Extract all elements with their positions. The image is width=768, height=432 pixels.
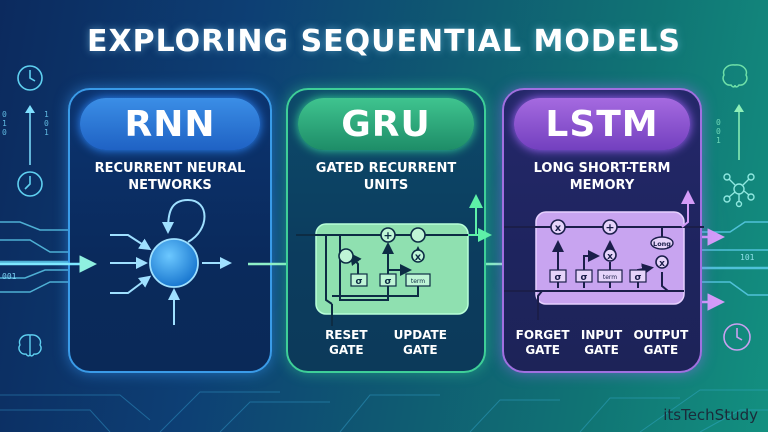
svg-text:σ: σ — [554, 273, 561, 283]
page-title: EXPLORING SEQUENTIAL MODELS — [86, 24, 682, 59]
lstm-subtitle: LONG SHORT-TERM MEMORY — [533, 161, 671, 193]
clock-icon — [723, 323, 751, 351]
arrow-up-icon — [25, 105, 35, 165]
clock-icon — [17, 65, 43, 91]
watermark: itsTechStudy — [663, 406, 758, 424]
brain-icon — [722, 64, 748, 88]
svg-text:Long: Long — [653, 240, 671, 248]
svg-text:+: + — [605, 221, 614, 234]
rnn-card: RNN RECURRENT NEURAL NETWORKS — [68, 88, 272, 373]
svg-text:+: + — [383, 229, 392, 242]
network-icon — [723, 173, 755, 208]
gru-card: GRU GATED RECURRENT UNITS + x σ σ — [286, 88, 492, 373]
rnn-subtitle: RECURRENT NEURAL NETWORKS — [94, 161, 246, 193]
lstm-title-pill: LSTM — [514, 98, 690, 150]
svg-text:x: x — [659, 259, 665, 269]
svg-text:x: x — [607, 252, 613, 262]
gru-cell-diagram: + x σ σ term — [296, 194, 492, 326]
arrow-up-icon — [734, 104, 744, 160]
gru-title-pill: GRU — [298, 98, 474, 150]
svg-text:term: term — [603, 274, 617, 281]
svg-text:x: x — [555, 223, 562, 234]
rnn-title-pill: RNN — [80, 98, 260, 150]
svg-text:x: x — [415, 252, 422, 263]
gru-subtitle: GATED RECURRENT UNITS — [315, 161, 457, 193]
svg-text:term: term — [411, 278, 425, 285]
brain-icon — [18, 334, 42, 357]
clock-icon — [17, 171, 43, 197]
svg-text:σ: σ — [580, 273, 587, 283]
lstm-card: LSTM LONG SHORT-TERM MEMORY x + x Long — [502, 88, 704, 373]
binary-left-3: 001 — [2, 272, 17, 281]
rnn-neuron-diagram — [110, 198, 232, 325]
lstm-cell-diagram: x + x Long x σ σ term σ — [504, 190, 704, 320]
svg-text:σ: σ — [634, 273, 641, 283]
binary-right-2: 101 — [740, 253, 755, 262]
neuron-node — [149, 238, 199, 288]
svg-text:σ: σ — [384, 277, 391, 287]
svg-text:σ: σ — [355, 277, 362, 287]
